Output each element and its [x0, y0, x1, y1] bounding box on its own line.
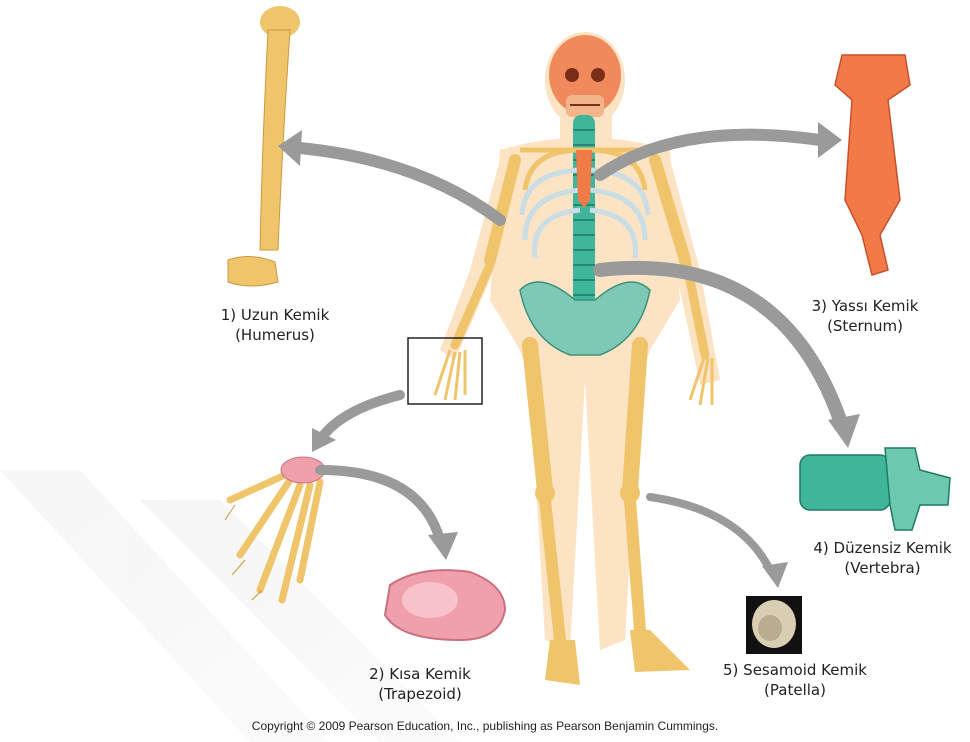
- label-short-bone-name: 2) Kısa Kemik: [350, 664, 490, 684]
- label-long-bone-example: (Humerus): [200, 325, 350, 345]
- patella-bone: [746, 596, 802, 654]
- copyright-notice: Copyright © 2009 Pearson Education, Inc.…: [0, 719, 970, 733]
- sternum-bone: [835, 55, 910, 275]
- label-flat-bone: 3) Yassı Kemik (Sternum): [795, 296, 935, 336]
- label-short-bone: 2) Kısa Kemik (Trapezoid): [350, 664, 490, 704]
- label-short-bone-example: (Trapezoid): [350, 684, 490, 704]
- vertebra-bone: [800, 448, 950, 530]
- label-flat-bone-example: (Sternum): [795, 316, 935, 336]
- label-irregular-bone-example: (Vertebra): [800, 558, 965, 578]
- label-sesamoid-bone-name: 5) Sesamoid Kemik: [710, 660, 880, 680]
- label-irregular-bone-name: 4) Düzensiz Kemik: [800, 538, 965, 558]
- trapezoid-bone: [385, 570, 505, 640]
- label-long-bone: 1) Uzun Kemik (Humerus): [200, 305, 350, 345]
- label-flat-bone-name: 3) Yassı Kemik: [795, 296, 935, 316]
- label-irregular-bone: 4) Düzensiz Kemik (Vertebra): [800, 538, 965, 578]
- label-sesamoid-bone: 5) Sesamoid Kemik (Patella): [710, 660, 880, 700]
- sternum-in-body: [576, 150, 592, 208]
- label-sesamoid-bone-example: (Patella): [710, 680, 880, 700]
- label-long-bone-name: 1) Uzun Kemik: [200, 305, 350, 325]
